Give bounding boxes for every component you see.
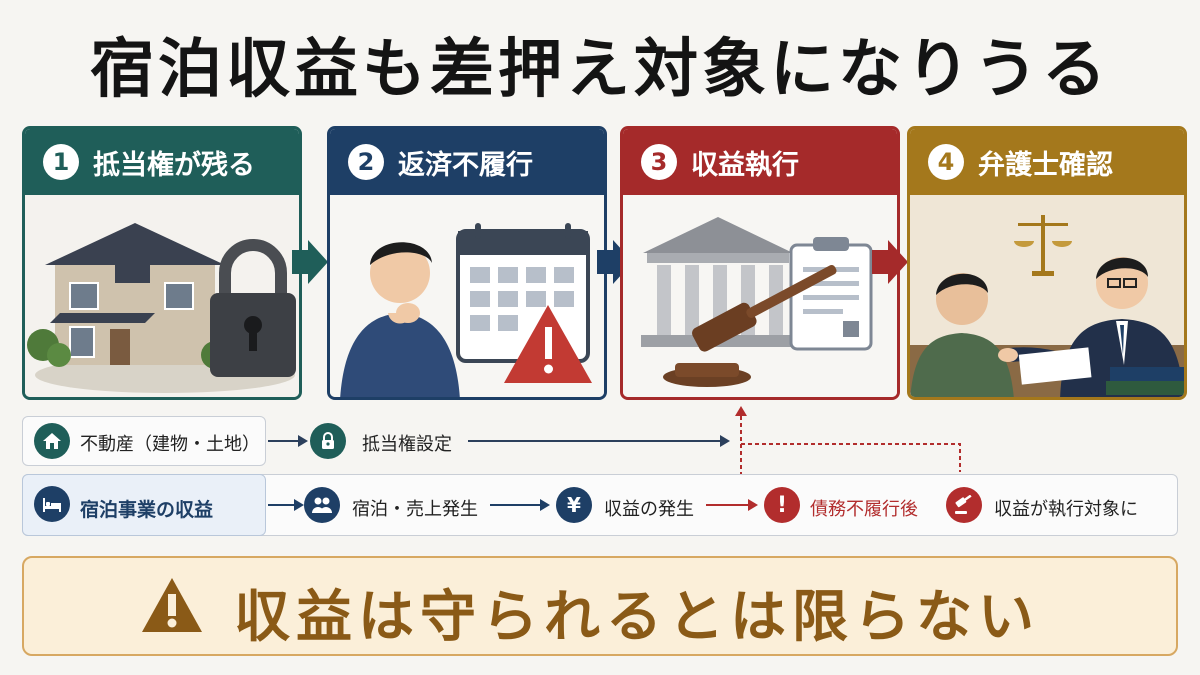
house-icon (34, 423, 70, 459)
books-icon (1106, 367, 1184, 395)
arrow-right-icon (490, 499, 550, 511)
bed-icon (34, 486, 70, 522)
step-header-2: 2 返済不履行 (330, 129, 604, 195)
step-label-2: 返済不履行 (398, 149, 533, 181)
arrow-right-icon (268, 499, 304, 511)
step-label-4: 弁護士確認 (978, 149, 1113, 181)
worried-person-illustration (330, 195, 604, 397)
step-number-3: 3 (641, 144, 677, 180)
warning-icon (504, 305, 592, 383)
alert-icon: ! (764, 487, 800, 523)
court-illustration (623, 195, 897, 397)
revenue-occurrence-label: 収益の発生 (604, 499, 694, 520)
arrow-right-icon (706, 499, 758, 511)
calendar-icon (456, 223, 590, 363)
warning-icon (142, 578, 202, 632)
step-label-1: 抵当権が残る (93, 149, 255, 181)
lawyer-consultation-illustration (910, 195, 1184, 397)
property-label: 不動産（建物・土地） (80, 434, 260, 455)
arrow-right-icon (468, 435, 730, 447)
gavel-icon (663, 265, 837, 387)
arrow-right-icon (292, 240, 328, 284)
step-number-4: 4 (928, 144, 964, 180)
step-card-4: 4 弁護士確認 (907, 126, 1187, 400)
mortgage-setting-label: 抵当権設定 (362, 434, 452, 455)
lock-icon (310, 423, 346, 459)
step-label-3: 収益執行 (691, 149, 799, 181)
yen-icon: ¥ (556, 487, 592, 523)
step-card-3: 3 収益執行 (620, 126, 900, 400)
document-icon (789, 237, 873, 351)
page-title: 宿泊収益も差押え対象になりうる (90, 33, 1110, 107)
warning-banner: 収益は守られるとは限らない (22, 556, 1178, 656)
arrow-right-icon (268, 435, 308, 447)
gavel-icon (946, 487, 982, 523)
arrow-right-icon (872, 240, 908, 284)
step-card-2: 2 返済不履行 (327, 126, 607, 400)
step-header-4: 4 弁護士確認 (910, 129, 1184, 195)
flow-row-property (22, 416, 266, 466)
step-number-2: 2 (348, 144, 384, 180)
step-card-1: 1 抵当権が残る (22, 126, 302, 400)
yen-symbol: ¥ (567, 493, 581, 517)
step-number-1: 1 (43, 144, 79, 180)
stay-sales-label: 宿泊・売上発生 (352, 499, 478, 520)
revenue-label: 宿泊事業の収益 (80, 499, 214, 521)
courthouse-icon (641, 217, 795, 347)
enforcement-target-label: 収益が執行対象に (994, 499, 1138, 520)
warning-text: 収益は守られるとは限らない (234, 585, 1040, 650)
padlock-icon (210, 239, 296, 377)
default-label: 債務不履行後 (810, 499, 918, 520)
step-header-1: 1 抵当権が残る (25, 129, 299, 195)
guests-icon (304, 487, 340, 523)
step-header-3: 3 収益執行 (623, 129, 897, 195)
arrow-right-icon (597, 240, 633, 284)
scales-icon (1014, 215, 1072, 276)
house-illustration (25, 195, 299, 397)
